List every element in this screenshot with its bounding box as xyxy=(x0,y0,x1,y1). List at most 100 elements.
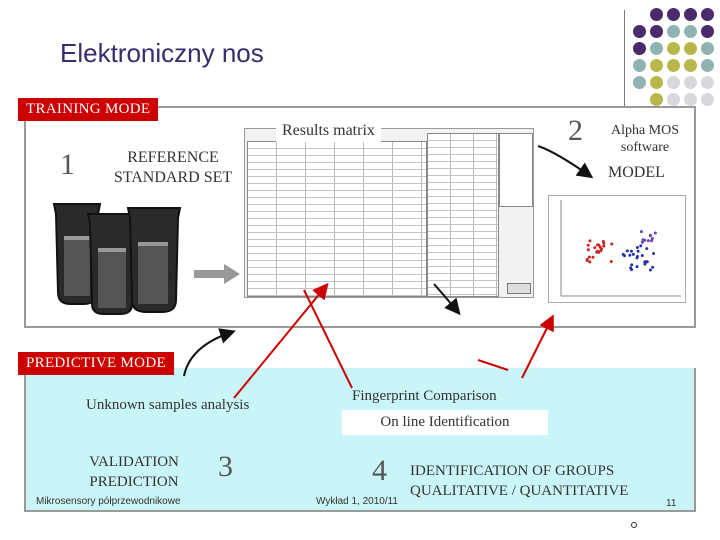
bullet-dot xyxy=(631,522,637,528)
scatter-point xyxy=(639,244,643,248)
validation-line1: VALIDATION xyxy=(89,454,179,470)
scatter-point xyxy=(628,253,632,257)
step1-number: 1 xyxy=(60,148,75,181)
scatter-point xyxy=(635,254,639,258)
unknown-samples-label: Unknown samples analysis xyxy=(86,397,250,413)
training-mode-label: TRAINING MODE xyxy=(18,98,159,121)
slide-title: Elektroniczny nos xyxy=(60,38,264,68)
scatter-point xyxy=(636,249,640,253)
scatter-point xyxy=(595,250,599,254)
decorative-dot xyxy=(684,76,697,89)
identification-line2: QUALITATIVE / QUANTITATIVE xyxy=(410,483,629,499)
footer-left: Mikrosensory półprzewodnikowe xyxy=(36,496,181,507)
scatter-point xyxy=(640,253,644,257)
scatter-point xyxy=(640,240,644,244)
identification-label: IDENTIFICATION OF GROUPS QUALITATIVE / Q… xyxy=(410,461,628,501)
scatter-point xyxy=(653,231,657,235)
arrow-icon xyxy=(194,264,240,284)
decorative-dot xyxy=(650,25,663,38)
scatter-point xyxy=(652,252,656,256)
scatter-point xyxy=(588,239,592,243)
results-matrix-screenshot xyxy=(244,128,534,298)
step4-number: 4 xyxy=(372,454,387,487)
decorative-dot xyxy=(633,59,646,72)
scatter-point xyxy=(591,255,595,259)
scatter-point xyxy=(625,249,629,253)
divider-line xyxy=(624,10,625,110)
scatter-point xyxy=(586,243,590,247)
software-label: Alpha MOS software xyxy=(600,122,690,156)
decorative-dot-grid xyxy=(0,0,720,120)
decorative-dot xyxy=(701,76,714,89)
decorative-dot xyxy=(633,25,646,38)
model-plot xyxy=(548,195,686,303)
footer-center: Wykład 1, 2010/11 xyxy=(316,496,398,507)
decorative-dot xyxy=(701,25,714,38)
beakers-illustration xyxy=(52,203,182,315)
validation-label: VALIDATION PREDICTION xyxy=(64,452,204,492)
scatter-point xyxy=(648,268,652,272)
results-matrix-label: Results matrix xyxy=(276,120,381,142)
beaker-icon xyxy=(126,207,182,313)
predictive-panel xyxy=(24,368,696,512)
scatter-point xyxy=(630,263,634,267)
software-line1: Alpha MOS xyxy=(610,123,680,138)
scatter-point xyxy=(586,248,590,252)
scatter-point xyxy=(645,247,649,251)
scatter-point xyxy=(593,246,597,250)
decorative-dot xyxy=(650,93,663,106)
decorative-dot xyxy=(667,76,680,89)
decorative-dot xyxy=(684,93,697,106)
scatter-point xyxy=(630,268,634,272)
matrix-side-table xyxy=(427,133,499,297)
step3-number: 3 xyxy=(218,450,233,483)
scatter-point xyxy=(643,238,647,242)
decorative-dot xyxy=(701,93,714,106)
scatter-point xyxy=(602,241,606,245)
decorative-dot xyxy=(684,8,697,21)
decorative-dot xyxy=(650,76,663,89)
model-label: MODEL xyxy=(608,164,665,181)
scatter-point xyxy=(635,246,639,250)
scatter-point xyxy=(648,234,652,238)
scatter-point xyxy=(609,260,613,264)
model-scatter xyxy=(560,200,681,297)
software-line2: software xyxy=(620,140,670,155)
samples-list xyxy=(499,133,533,207)
beaker-icon xyxy=(86,213,138,315)
decorative-dot xyxy=(701,42,714,55)
decorative-dot xyxy=(667,93,680,106)
page-number: 11 xyxy=(666,498,677,509)
decorative-dot xyxy=(650,42,663,55)
online-identification-label: On line Identification xyxy=(342,410,548,435)
decorative-dot xyxy=(650,8,663,21)
scatter-point xyxy=(598,245,602,249)
scatter-point xyxy=(585,259,589,263)
scatter-point xyxy=(645,260,649,264)
decorative-dot xyxy=(701,8,714,21)
decorative-dot xyxy=(650,59,663,72)
decorative-dot xyxy=(667,25,680,38)
reference-line1: REFERENCE xyxy=(127,149,219,166)
scatter-point xyxy=(610,242,614,246)
scatter-point xyxy=(650,239,654,243)
scatter-point xyxy=(643,262,647,266)
scatter-point xyxy=(646,239,650,243)
decorative-dot xyxy=(667,42,680,55)
beaker-icon xyxy=(52,203,102,305)
reference-line2: STANDARD SET xyxy=(113,169,233,186)
decorative-dot xyxy=(667,59,680,72)
scatter-point xyxy=(629,249,633,253)
decorative-dot xyxy=(633,76,646,89)
scatter-point xyxy=(588,260,592,264)
scatter-point xyxy=(639,230,643,234)
decorative-dot xyxy=(684,25,697,38)
scatter-point xyxy=(621,252,625,256)
scatter-point xyxy=(651,265,655,269)
predictive-mode-label: PREDICTIVE MODE xyxy=(18,352,174,375)
identification-line1: IDENTIFICATION OF GROUPS xyxy=(410,463,615,479)
decorative-dot xyxy=(684,59,697,72)
scatter-point xyxy=(595,243,599,247)
decorative-dot xyxy=(701,59,714,72)
scatter-point xyxy=(587,255,591,259)
